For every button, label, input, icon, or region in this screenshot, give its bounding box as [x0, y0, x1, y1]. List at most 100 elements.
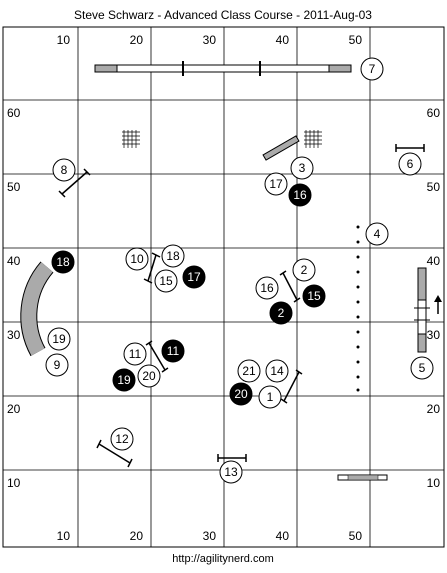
axis-left-label: 60	[7, 106, 21, 120]
axis-top-label: 10	[57, 33, 71, 47]
marker-label: 5	[419, 361, 426, 375]
marker-7: 7	[360, 57, 384, 81]
jump-bars	[58, 135, 425, 468]
axis-bottom-label: 20	[130, 529, 144, 543]
dogwalk-obstacle	[94, 61, 352, 76]
marker-label: 19	[117, 373, 131, 387]
marker-label: 9	[54, 358, 61, 372]
marker-15: 15	[302, 284, 326, 308]
jump-bar-12	[96, 439, 133, 468]
marker-18: 18	[51, 250, 75, 274]
axis-right-label: 50	[427, 180, 441, 194]
jump-bar-10	[143, 252, 161, 284]
marker-12: 12	[110, 427, 134, 451]
axis-bottom-label: 30	[203, 529, 217, 543]
axis-left-label: 20	[7, 402, 21, 416]
marker-21: 21	[237, 359, 261, 383]
axis-top-label: 30	[203, 33, 217, 47]
axis-left-label: 40	[7, 254, 21, 268]
marker-label: 17	[269, 177, 283, 191]
tunnel-obstacle	[20, 261, 54, 357]
marker-13: 13	[219, 460, 243, 484]
marker-19: 19	[112, 368, 136, 392]
course-border	[2, 26, 445, 548]
marker-20: 20	[137, 364, 161, 388]
axis-labels-bottom: 10 20 30 40 50	[57, 529, 363, 543]
marker-label: 4	[374, 227, 381, 241]
marker-label: 20	[234, 387, 248, 401]
grid-lines	[3, 27, 444, 547]
marker-label: 21	[242, 364, 256, 378]
marker-6: 6	[398, 152, 422, 176]
marker-label: 3	[299, 161, 306, 175]
marker-label: 10	[130, 252, 144, 266]
axis-bottom-label: 40	[276, 529, 290, 543]
axis-right-label: 20	[427, 402, 441, 416]
marker-label: 15	[159, 274, 173, 288]
marker-19: 19	[47, 327, 71, 351]
marker-11: 11	[161, 339, 185, 363]
marker-label: 6	[407, 157, 414, 171]
marker-2: 2	[269, 301, 293, 325]
marker-label: 2	[278, 306, 285, 320]
tire-obstacle	[337, 474, 388, 481]
axis-right-label: 10	[427, 476, 441, 490]
marker-label: 14	[270, 364, 284, 378]
marker-label: 12	[115, 432, 129, 446]
marker-1: 1	[258, 385, 282, 409]
marker-label: 1	[267, 390, 274, 404]
marker-label: 18	[56, 255, 70, 269]
axis-right-label: 60	[427, 106, 441, 120]
marker-label: 15	[307, 289, 321, 303]
footer-url: http://agilitynerd.com	[172, 553, 274, 565]
marker-label: 19	[52, 332, 66, 346]
jump-bar-2	[279, 270, 301, 303]
axis-top-label: 20	[130, 33, 144, 47]
crosshatch-right	[304, 130, 322, 148]
jump-bar-6	[395, 144, 425, 152]
marker-label: 20	[142, 369, 156, 383]
marker-16: 16	[288, 183, 312, 207]
marker-18: 18	[161, 244, 185, 268]
marker-2: 2	[292, 258, 316, 282]
axis-left-label: 10	[7, 476, 21, 490]
axis-bottom-label: 50	[349, 529, 363, 543]
crosshatch-left	[122, 130, 140, 148]
marker-10: 10	[125, 247, 149, 271]
axis-right-label: 30	[427, 328, 441, 342]
jump-bar-8	[58, 168, 91, 198]
marker-label: 8	[61, 163, 68, 177]
marker-label: 17	[187, 270, 201, 284]
course-title: Steve Schwarz - Advanced Class Course - …	[74, 8, 372, 22]
marker-14: 14	[265, 359, 289, 383]
marker-4: 4	[365, 222, 389, 246]
marker-17: 17	[264, 172, 288, 196]
marker-9: 9	[45, 353, 69, 377]
marker-label: 13	[224, 465, 238, 479]
marker-11: 11	[123, 342, 147, 366]
axis-labels-top: 10 20 30 40 50	[57, 33, 363, 47]
axis-top-label: 50	[349, 33, 363, 47]
axis-labels-right: 60 50 40 30 20 10	[427, 106, 441, 490]
axis-labels-left: 60 50 40 30 20 10	[7, 106, 21, 490]
axis-right-label: 40	[427, 254, 441, 268]
marker-label: 2	[301, 263, 308, 277]
marker-label: 11	[129, 347, 142, 361]
marker-8: 8	[52, 158, 76, 182]
marker-label: 16	[260, 281, 274, 295]
marker-17: 17	[182, 265, 206, 289]
jump-bar-11	[145, 340, 169, 373]
marker-16: 16	[255, 276, 279, 300]
teeter-obstacle	[414, 267, 442, 353]
axis-left-label: 30	[7, 328, 21, 342]
marker-label: 7	[369, 62, 376, 76]
marker-label: 18	[166, 249, 180, 263]
weave-poles	[356, 225, 360, 392]
marker-5: 5	[410, 356, 434, 380]
axis-bottom-label: 10	[57, 529, 71, 543]
crosshatch-markers	[122, 130, 322, 148]
marker-20: 20	[229, 382, 253, 406]
marker-label: 11	[167, 344, 180, 358]
jump-bar-1	[280, 369, 303, 404]
